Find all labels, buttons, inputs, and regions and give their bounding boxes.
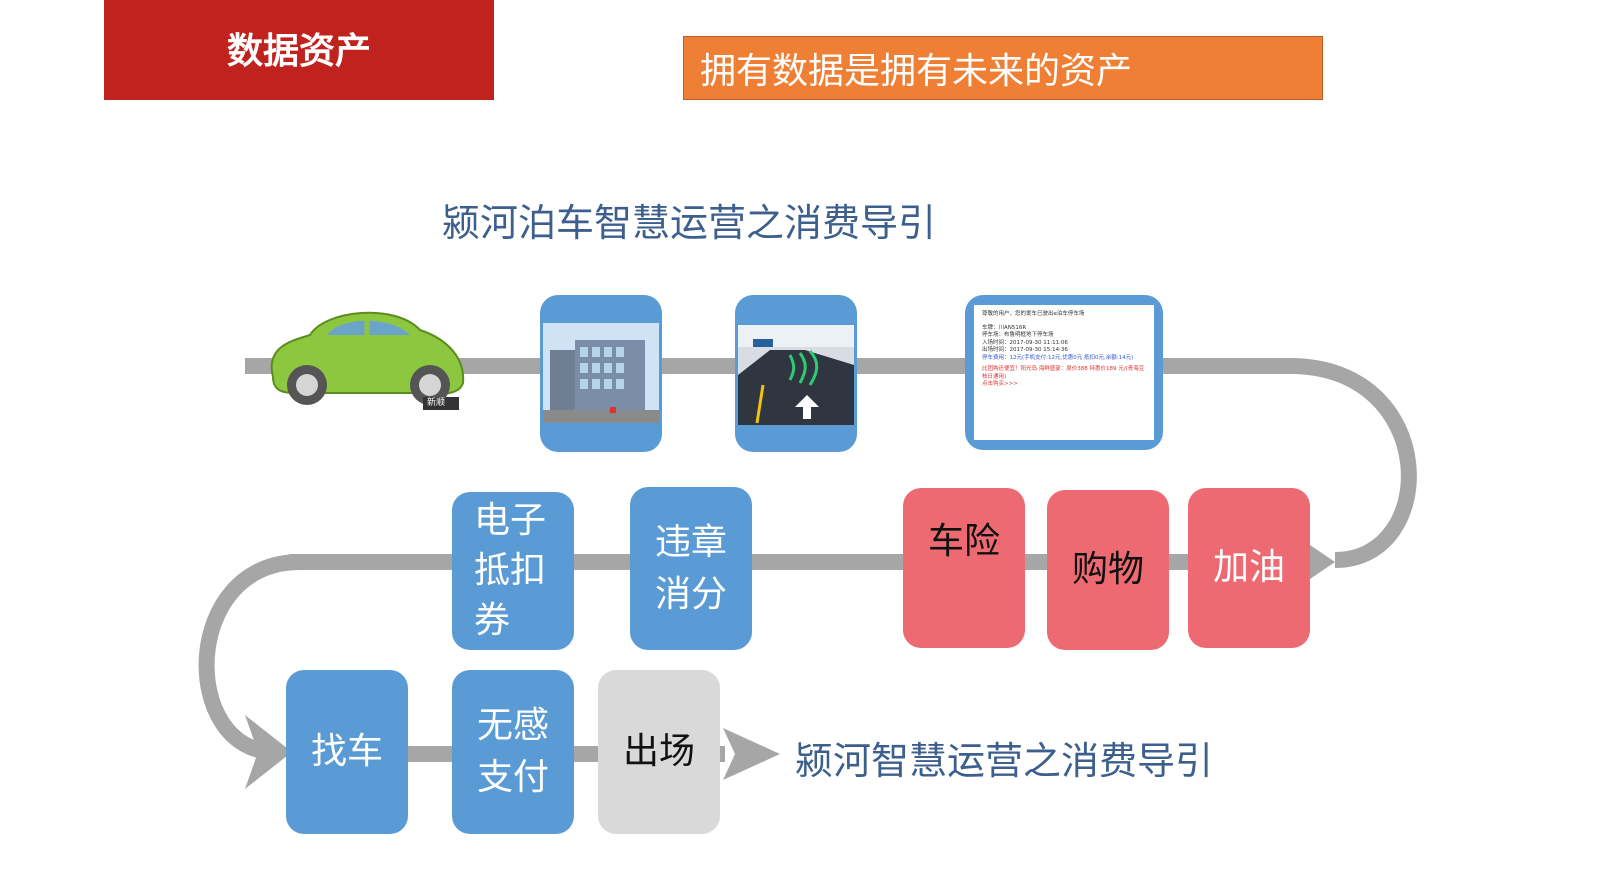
left-arrow-head (245, 715, 292, 789)
parking-lane-image (738, 325, 854, 425)
seamless-pay-box: 无感 支付 (452, 670, 574, 834)
left-curve-arrow (198, 554, 301, 760)
e-coupon-line-1: 电子 (474, 500, 547, 541)
receipt-greeting: 尊敬的用户，您的爱车已驶出e泊车停车场 (982, 311, 1085, 317)
receipt-entry-time: 入场时间：2017-09-30 11:11:06 (982, 339, 1068, 346)
parking-receipt-card: 尊敬的用户，您的爱车已驶出e泊车停车场 车牌：川AN516R 停车场：布鲁明框地… (965, 295, 1163, 450)
banner-slogan: 拥有数据是拥有未来的资产 (683, 36, 1323, 100)
car-illustration: 新顺 (255, 305, 475, 410)
section-label: 数据资产 (104, 0, 494, 100)
seamless-pay-line-1: 无感 (476, 705, 549, 746)
receipt-promo: 比团购还便宜！阳光岛·海鲜盛宴：原价388 特惠价189 元/(青海豆枝日通用) (982, 366, 1145, 380)
mall-photo-card (540, 295, 662, 452)
violation-points-line-1: 违章 (654, 521, 727, 563)
car-insurance-box: 车险 (903, 488, 1025, 648)
receipt-plate: 车牌：川AN516R (982, 324, 1027, 331)
right-curve-arrow (1289, 358, 1417, 568)
receipt-lot: 停车场：布鲁明框地下停车场 (982, 332, 1054, 338)
refuel-box: 加油 (1188, 488, 1310, 648)
car-plate-label: 新顺 (427, 398, 446, 408)
find-car-label: 找车 (310, 731, 383, 772)
violation-points-line-2: 消分 (654, 573, 727, 615)
refuel-label: 加油 (1212, 547, 1285, 588)
car-insurance-label: 车险 (927, 521, 1000, 562)
find-car-box: 找车 (286, 670, 408, 834)
shopping-label: 购物 (1071, 549, 1144, 590)
exit-box: 出场 (598, 670, 720, 834)
seamless-pay-line-2: 支付 (476, 757, 549, 798)
violation-points-box: 违章 消分 (630, 487, 752, 650)
exit-label: 出场 (622, 731, 695, 772)
footer-caption: 颍河智慧运营之消费导引 (795, 739, 1214, 783)
e-coupon-line-2: 抵扣 (474, 550, 547, 591)
diagram-title: 颍河泊车智慧运营之消费导引 (442, 201, 937, 245)
bottom-arrow-head (723, 728, 780, 780)
e-coupon-box: 电子 抵扣 券 (452, 492, 574, 650)
receipt-more-link[interactable]: 点击购买>>> (982, 381, 1018, 387)
shopping-box: 购物 (1047, 490, 1169, 650)
receipt-message: 尊敬的用户，您的爱车已驶出e泊车停车场 车牌：川AN516R 停车场：布鲁明框地… (974, 305, 1154, 440)
e-coupon-line-3: 券 (474, 600, 511, 641)
receipt-fee: 停车费用：12元(手机支付:12元,优惠0元,抵扣0元,余额:14元) (982, 354, 1134, 361)
receipt-exit-time: 出场时间：2017-09-30 15:14:36 (982, 347, 1068, 353)
building-image (543, 323, 659, 423)
parking-entrance-photo-card (735, 295, 857, 452)
